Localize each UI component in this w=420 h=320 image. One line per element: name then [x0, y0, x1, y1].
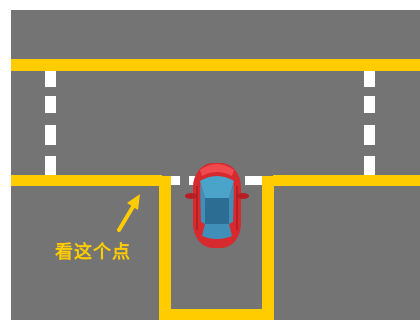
parking-space-outline — [159, 176, 274, 320]
lane-line-right — [273, 175, 420, 186]
right-dashed-line — [364, 71, 375, 175]
top-lane-line — [11, 59, 420, 71]
arrow-up-right-icon — [117, 194, 140, 232]
red-car-top-view-icon — [185, 163, 249, 248]
lane-line-left — [11, 175, 162, 186]
left-dashed-line — [45, 71, 56, 175]
callout-label: 看这个点 — [55, 242, 131, 263]
